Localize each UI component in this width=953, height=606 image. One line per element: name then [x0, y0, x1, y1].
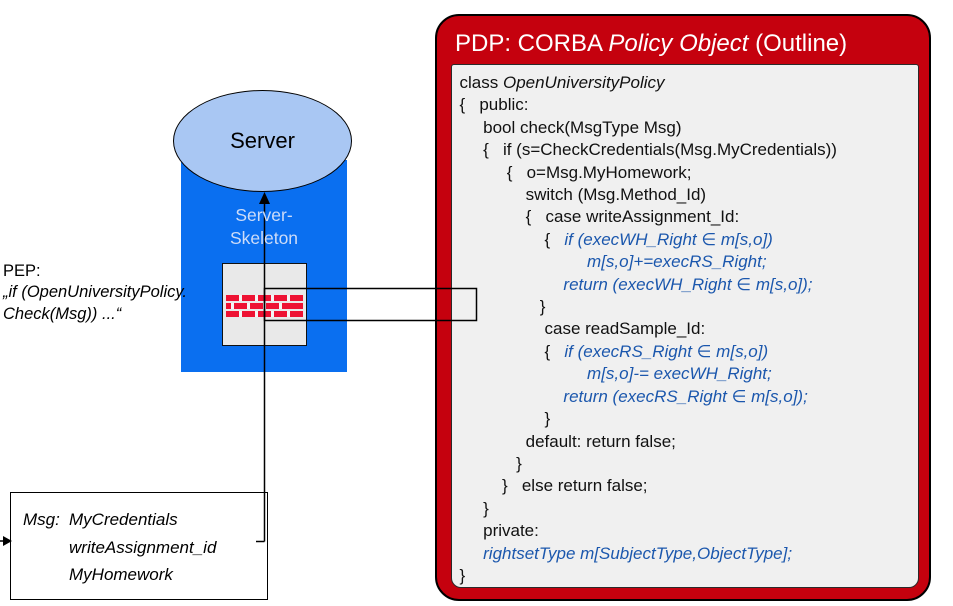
brick-row — [226, 295, 303, 301]
msg-item: MyCredentials — [69, 510, 178, 529]
code-segment: default: return false; — [459, 431, 676, 451]
msg-label: Msg: — [23, 510, 60, 529]
code-segment: return (execWH_Right ∈ m[s,o]); — [563, 274, 813, 294]
code-segment: m[s,o]+=execRS_Right; — [587, 252, 767, 272]
code-segment: } else return false; — [459, 476, 648, 496]
code-segment: } — [459, 453, 522, 473]
code-segment: } — [459, 498, 489, 518]
msg-box: Msg: MyCredentials writeAssignment_id MyH… — [10, 492, 268, 600]
code-segment — [460, 387, 564, 406]
brick-row — [226, 311, 303, 317]
pdp-title-prefix: PDP: CORBA — [455, 30, 609, 57]
code-line: { if (execWH_Right ∈ m[s,o]) — [460, 229, 918, 251]
code-segment: m[s,o]-= execWH_Right; — [587, 364, 772, 384]
code-segment: { public: — [459, 95, 529, 115]
server-ellipse: Server — [173, 90, 352, 192]
code-segment: case readSample_Id: — [459, 319, 706, 339]
code-segment: bool check(MsgType Msg) — [459, 117, 682, 137]
pep-code-line1: „if (OpenUniversityPolicy. — [3, 283, 187, 302]
code-line: m[s,o]-= execWH_Right; — [460, 363, 918, 385]
pep-code-line2: Check(Msg)) ...“ — [3, 304, 122, 323]
code-segment: { case writeAssignment_Id: — [459, 207, 740, 227]
code-line: private: — [460, 520, 918, 542]
pdp-title-suffix: (Outline) — [748, 30, 848, 57]
code-segment: if (execWH_Right ∈ m[s,o]) — [564, 229, 773, 249]
code-line: return (execWH_Right ∈ m[s,o]); — [460, 274, 918, 296]
code-line: { if (s=CheckCredentials(Msg.MyCredentia… — [460, 139, 918, 161]
brick-row — [226, 303, 303, 309]
code-segment — [460, 275, 564, 294]
code-segment — [460, 364, 588, 383]
msg-item: MyHomework — [69, 565, 173, 584]
code-line: } else return false; — [460, 475, 918, 497]
code-line: class OpenUniversityPolicy — [460, 72, 918, 94]
code-line: { if (execRS_Right ∈ m[s,o]) — [460, 341, 918, 363]
code-line: return (execRS_Right ∈ m[s,o]); — [460, 386, 918, 408]
msg-item: writeAssignment_id — [69, 537, 217, 557]
pdp-box: PDP: CORBA Policy Object (Outline) class… — [435, 14, 931, 601]
code-segment: { — [459, 341, 565, 361]
code-segment: if (execRS_Right ∈ m[s,o]) — [564, 341, 769, 361]
code-line: switch (Msg.Method_Id) — [460, 184, 918, 206]
pep-firewall-box — [222, 263, 307, 346]
code-line: } — [460, 498, 918, 520]
code-segment — [460, 252, 588, 271]
pdp-code: class OpenUniversityPolicy{ public: bool… — [452, 65, 918, 587]
pep-annotation: PEP: „if (OpenUniversityPolicy. Check(Ms… — [3, 261, 187, 325]
server-label: Server — [230, 128, 295, 153]
code-line: } — [460, 408, 918, 430]
code-line: m[s,o]+=execRS_Right; — [460, 251, 918, 273]
code-segment: return (execRS_Right ∈ m[s,o]); — [563, 386, 808, 406]
code-line: { case writeAssignment_Id: — [460, 206, 918, 228]
code-segment: switch (Msg.Method_Id) — [459, 185, 707, 205]
code-segment: OpenUniversityPolicy — [502, 73, 665, 92]
firewall-bricks-icon — [226, 295, 303, 317]
code-line: bool check(MsgType Msg) — [460, 117, 918, 139]
code-line: } — [460, 565, 918, 587]
server-skeleton-label: Server- Skeleton — [181, 204, 347, 250]
pdp-code-panel: class OpenUniversityPolicy{ public: bool… — [450, 64, 919, 588]
server-skeleton-line1: Server- — [235, 205, 293, 225]
code-line: { public: — [460, 94, 918, 116]
code-segment: } — [459, 565, 466, 585]
code-line: } — [460, 453, 918, 475]
pdp-title-italic: Policy Object — [608, 30, 749, 57]
code-segment: } — [459, 409, 551, 429]
code-line: { o=Msg.MyHomework; — [460, 162, 918, 184]
code-segment: { o=Msg.MyHomework; — [459, 162, 692, 182]
pdp-title: PDP: CORBA Policy Object (Outline) — [437, 16, 929, 58]
server-skeleton-line2: Skeleton — [229, 228, 299, 248]
code-line: default: return false; — [460, 431, 918, 453]
code-segment: { — [459, 229, 565, 249]
pep-label: PEP: — [3, 262, 41, 280]
code-segment: { if (s=CheckCredentials(Msg.MyCredentia… — [459, 140, 837, 160]
code-segment — [460, 544, 484, 563]
code-segment: rightsetType m[SubjectType,ObjectType]; — [483, 543, 793, 563]
code-segment: class — [459, 73, 503, 92]
code-line: } — [460, 296, 918, 318]
code-line: case readSample_Id: — [460, 318, 918, 340]
code-line: rightsetType m[SubjectType,ObjectType]; — [460, 543, 918, 565]
code-segment: private: — [459, 521, 539, 541]
msg-line: Msg: MyCredentials — [23, 506, 267, 534]
code-segment: } — [459, 297, 546, 317]
